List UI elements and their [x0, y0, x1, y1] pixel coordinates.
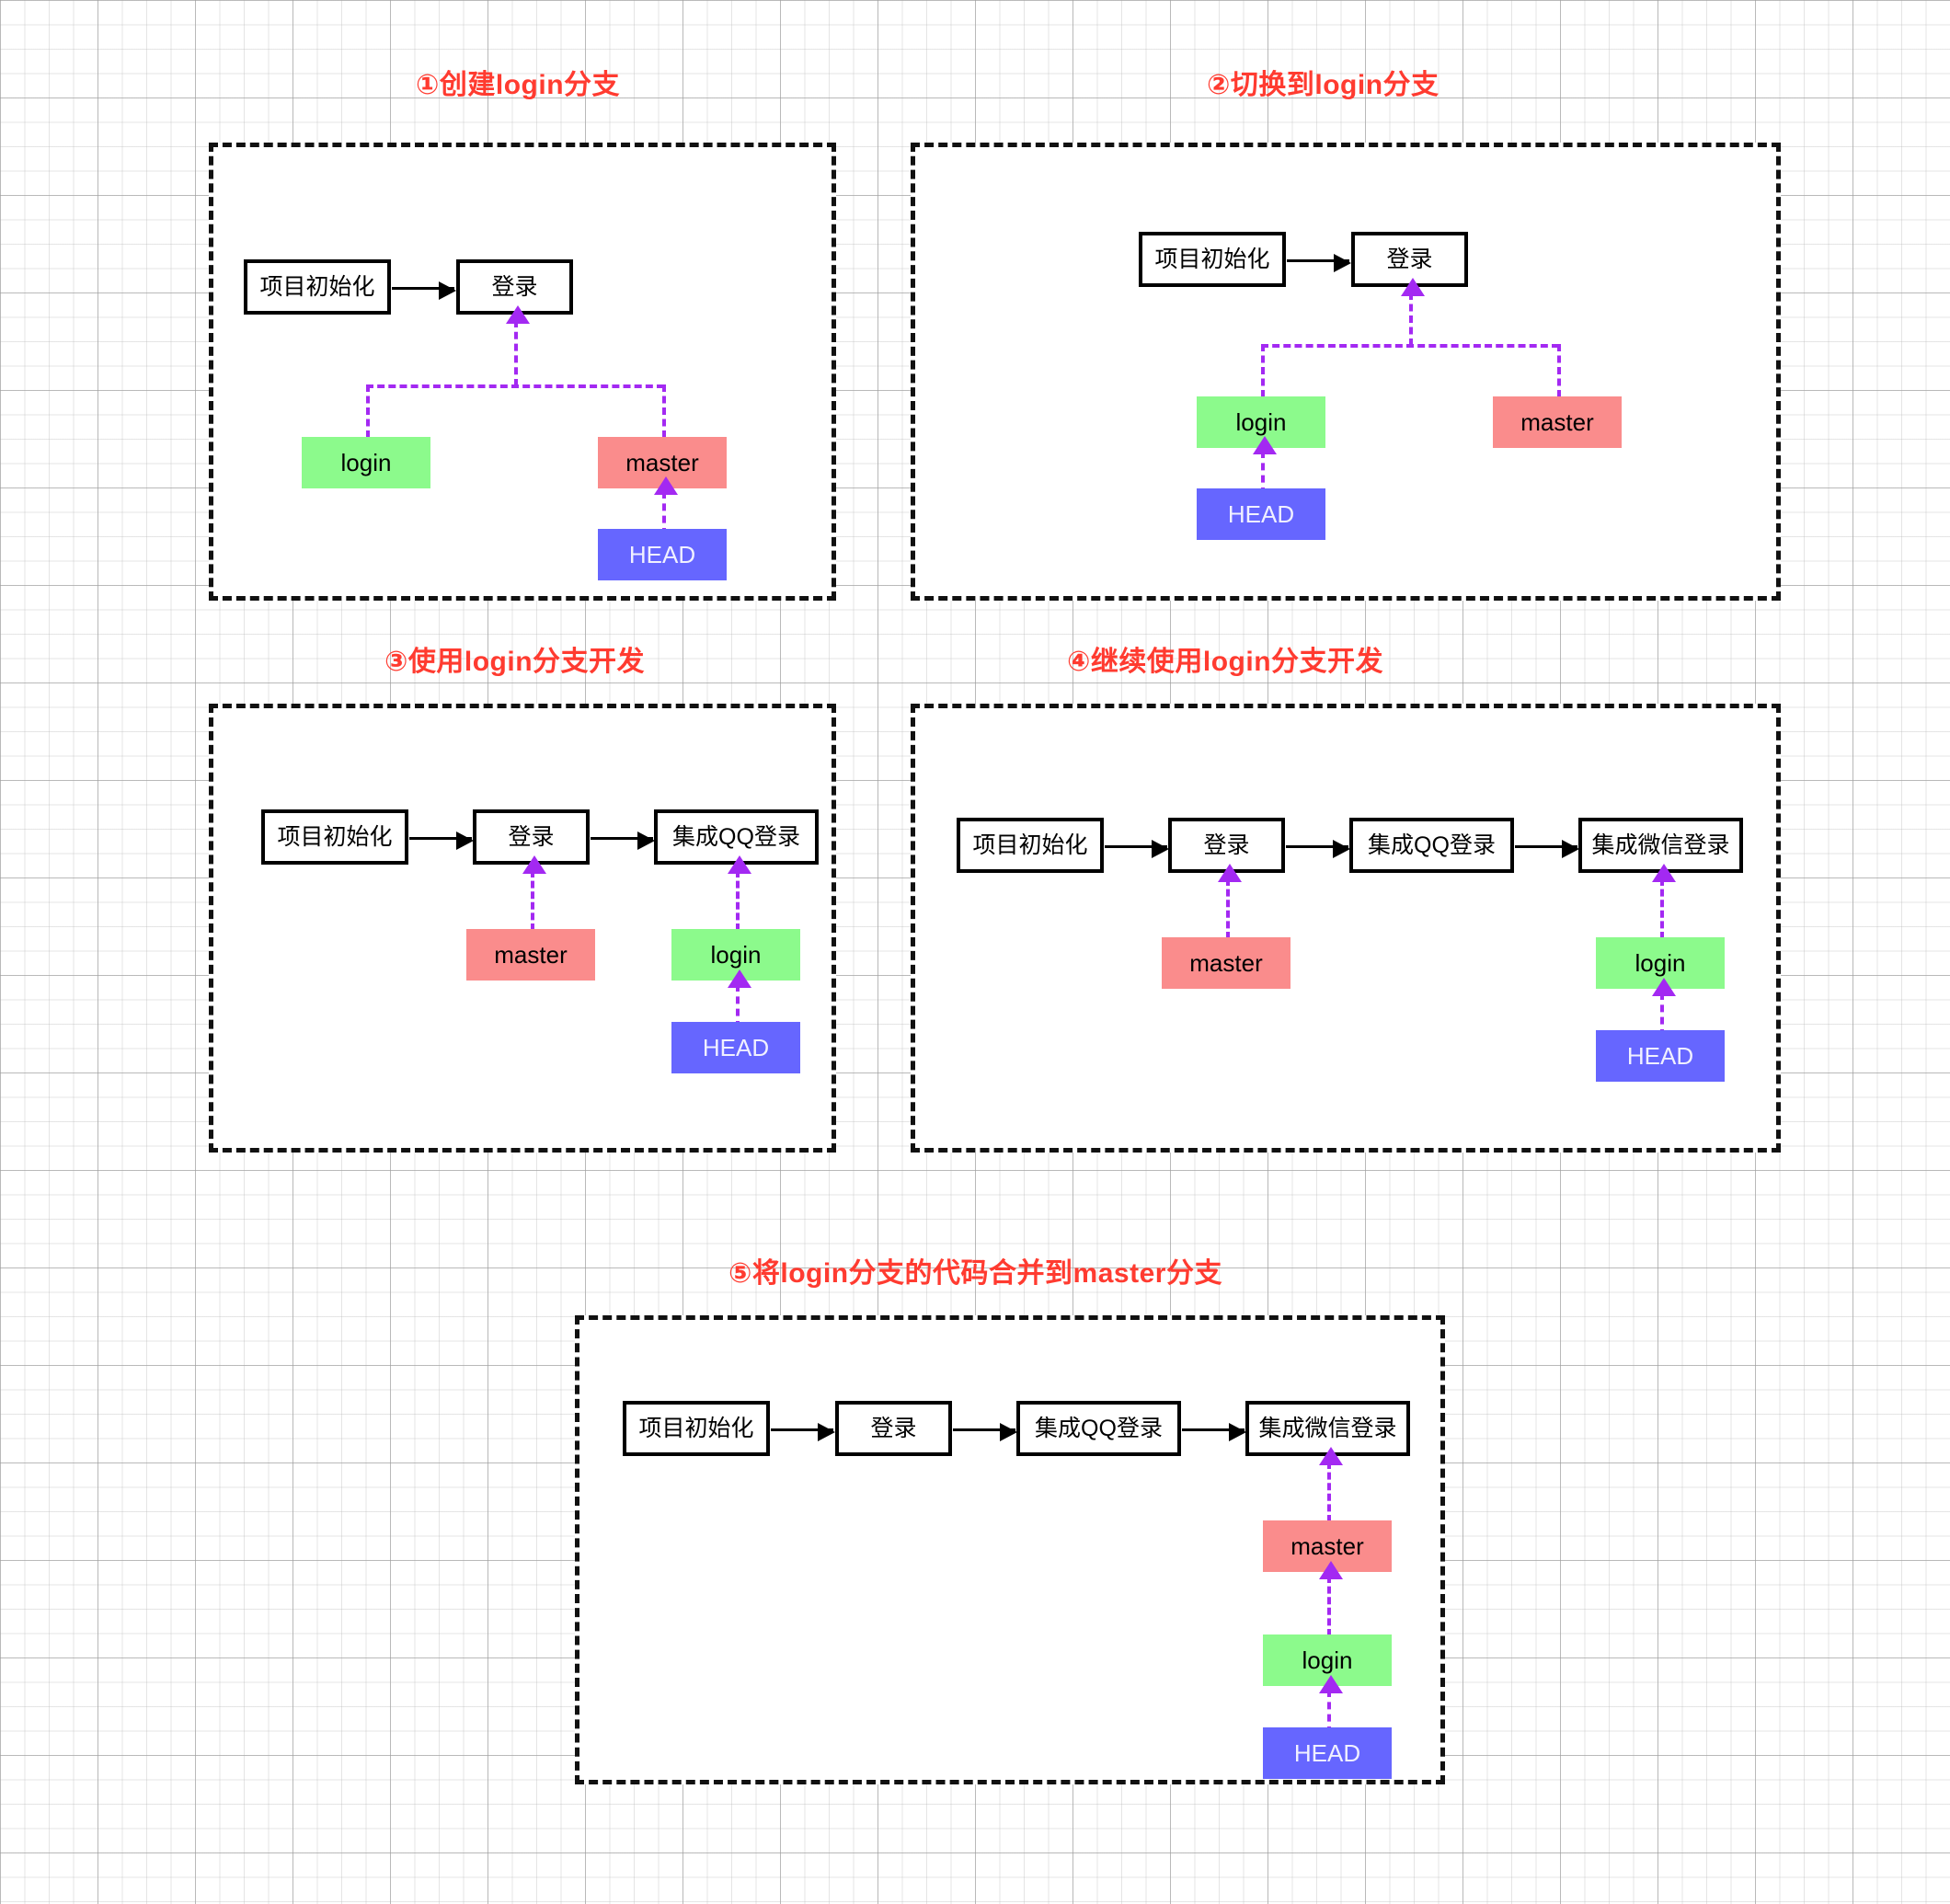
- branch-tag-master: master: [1162, 937, 1290, 989]
- branch-tag-login: login: [671, 929, 800, 981]
- panel-5-title: ⑤将login分支的代码合并到master分支: [728, 1258, 1222, 1289]
- commit-node-qq: 集成QQ登录: [1016, 1401, 1181, 1456]
- commit-node-init: 项目初始化: [261, 809, 408, 865]
- connector-login-to-master: [1319, 1561, 1343, 1636]
- connector-head-to-login: [1253, 436, 1277, 495]
- branch-tag-master: master: [1493, 396, 1622, 448]
- commit-arrow-login-to-qq: [591, 832, 655, 850]
- branch-tag-head: HEAD: [1596, 1030, 1725, 1082]
- commit-node-qq: 集成QQ登录: [1349, 818, 1514, 873]
- panel-4-title: ④继续使用login分支开发: [1067, 647, 1384, 677]
- connector-leg-login: [366, 384, 370, 438]
- panel-2-title: ②切换到login分支: [1207, 70, 1440, 100]
- branch-tag-head: HEAD: [598, 529, 727, 580]
- commit-node-login: 登录: [1168, 818, 1285, 873]
- connector-head-to-master: [654, 476, 678, 535]
- panel-1: 项目初始化 登录 login master HEAD: [209, 143, 836, 601]
- connector-merge-to-login-commit: [1401, 278, 1425, 346]
- panel-1-title: ①创建login分支: [416, 70, 621, 100]
- panel-4: 项目初始化 登录 集成QQ登录 集成微信登录 master login HEAD: [911, 704, 1781, 1153]
- commit-arrow-init-to-login: [409, 832, 474, 850]
- connector-leg-master: [662, 384, 666, 438]
- branch-tag-head: HEAD: [671, 1022, 800, 1073]
- panel-2: 项目初始化 登录 login master HEAD: [911, 143, 1781, 601]
- connector-head-to-login: [728, 969, 751, 1028]
- connector-master-to-login-commit: [1218, 864, 1242, 939]
- commit-node-login: 登录: [1351, 232, 1468, 287]
- commit-arrow-qq-to-wechat: [1182, 1423, 1246, 1441]
- branch-tag-head: HEAD: [1263, 1727, 1392, 1779]
- connector-login-to-wechat-commit: [1652, 864, 1676, 939]
- connector-master-to-wechat-commit: [1319, 1447, 1343, 1522]
- commit-arrow-init-to-login: [1287, 254, 1351, 272]
- panel-3-title: ③使用login分支开发: [384, 647, 646, 677]
- commit-node-wechat: 集成微信登录: [1578, 818, 1743, 873]
- connector-elbow-bar: [366, 384, 664, 388]
- commit-arrow-init-to-login: [392, 281, 456, 300]
- commit-node-init: 项目初始化: [244, 259, 391, 315]
- commit-node-init: 项目初始化: [957, 818, 1104, 873]
- branch-tag-master: master: [1263, 1520, 1392, 1572]
- branch-tag-head: HEAD: [1197, 488, 1325, 540]
- connector-leg-master: [1557, 344, 1561, 397]
- branch-tag-master: master: [466, 929, 595, 981]
- commit-arrow-init-to-login: [1105, 840, 1169, 858]
- connector-merge-to-login-commit: [506, 305, 530, 386]
- commit-node-login: 登录: [835, 1401, 952, 1456]
- commit-arrow-qq-to-wechat: [1515, 840, 1579, 858]
- commit-arrow-init-to-login: [771, 1423, 835, 1441]
- commit-arrow-login-to-qq: [1286, 840, 1350, 858]
- branch-tag-login: login: [302, 437, 430, 488]
- connector-leg-login: [1261, 344, 1265, 397]
- panel-5: 项目初始化 登录 集成QQ登录 集成微信登录 master login HEAD: [575, 1315, 1445, 1784]
- connector-master-to-login-commit: [522, 855, 546, 931]
- connector-login-to-qq-commit: [728, 855, 751, 931]
- connector-head-to-login: [1652, 978, 1676, 1037]
- commit-node-init: 项目初始化: [623, 1401, 770, 1456]
- connector-head-to-login: [1319, 1675, 1343, 1734]
- connector-elbow-bar: [1261, 344, 1559, 348]
- commit-arrow-login-to-qq: [953, 1423, 1017, 1441]
- commit-node-init: 项目初始化: [1139, 232, 1286, 287]
- panel-3: 项目初始化 登录 集成QQ登录 master login HEAD: [209, 704, 836, 1153]
